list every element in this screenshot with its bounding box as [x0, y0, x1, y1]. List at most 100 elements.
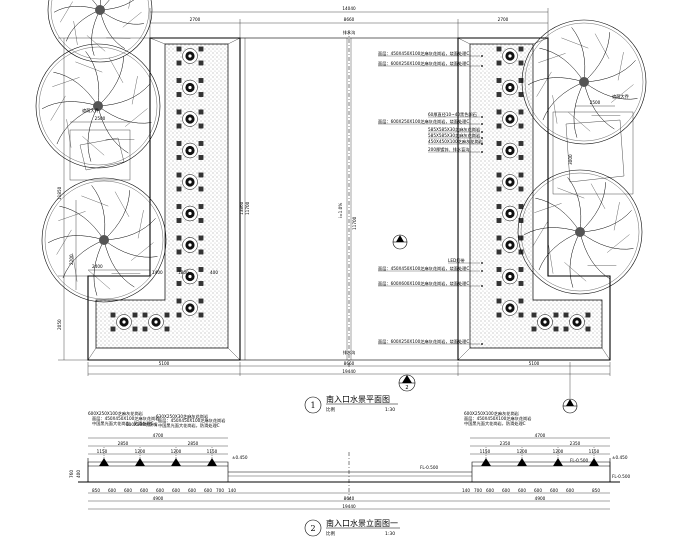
trees: [35, 0, 647, 303]
elevation-dim-label: 600: [204, 488, 212, 493]
corner-dim-c: 1400: [152, 270, 163, 275]
elevation-note: 630X250X30芝麻灰花岗岩: [156, 413, 208, 420]
annotation-text: 面层：450X450X100芝麻灰花岗岩，烧面处理C: [378, 265, 469, 272]
elevation-dim-label: 850: [592, 488, 600, 493]
left-height-b: 400: [76, 470, 81, 478]
annotation: 200厚镀锌、排水盲沟: [428, 146, 483, 153]
top-dimensions: 14040 2700 8660 2700: [149, 6, 549, 40]
annotation: 585X585X30芝麻灰花岗岩: [428, 126, 483, 133]
elevation-note: 中国黑光面大花岗岩，防滑处理C: [92, 420, 154, 427]
fountain-jet: [135, 446, 145, 466]
tree-symbol: [41, 177, 167, 303]
elev-left-c: 1150: [97, 449, 108, 454]
plan-scale-label: 比例: [326, 406, 335, 413]
elevation-dim-label: 700: [216, 488, 224, 493]
dim-left-low: 2400: [92, 264, 103, 269]
tree-symbol: [47, 0, 153, 63]
plan-title-block: 1 南入口水景平面图 比例 1:30: [304, 394, 398, 414]
corner-dim-b: 400: [210, 270, 218, 275]
fountain-jet: [99, 446, 109, 466]
elevation-dim-label: 600: [108, 488, 116, 493]
plan-title: 南入口水景平面图: [326, 394, 390, 404]
elevation-note: 中国黑光面大花岗岩，防滑处理C: [158, 422, 220, 429]
annotation: 面层：600X250X100芝麻灰花岗岩，烧面处理C: [378, 118, 483, 125]
elev-right-a: 2350: [500, 441, 511, 446]
fountain-jet: [171, 446, 181, 466]
annotation: 面层：600X250X100芝麻灰花岗岩，烧面处理C: [378, 60, 483, 67]
elevation-notes-left: 600X250X100芝麻灰花岗岩面层：450X450X100芝麻灰花岗岩中国黑…: [88, 410, 225, 429]
elevation-notes-right: 600X250X100芝麻灰花岗岩面层：450X450X100芝麻灰花岗岩中国黑…: [464, 410, 531, 427]
fountain-nozzle: [176, 46, 204, 66]
fountain-nozzle: [142, 312, 170, 332]
central-plaza: 排水沟 排水沟 i=1.0% 11700: [239, 29, 459, 368]
elevation-body: ±0.450 FL-0.500 ±0.450 FL-0.500 FL-0.500…: [69, 446, 631, 500]
slope-label: i=1.0%: [338, 203, 343, 218]
elevation-note: 面层：450X450X100芝麻灰花岗岩: [158, 417, 225, 424]
corner-dim-a: 1800: [178, 270, 189, 275]
elevation-scale-label: 比例: [326, 530, 335, 537]
annotation-text: 面层：600X250X100芝麻灰花岗岩，烧面处理C: [378, 60, 469, 67]
annotation-text: 面层：600X250X100芝麻灰花岗岩，烧面处理C: [378, 118, 469, 125]
fountain-nozzles-left: [110, 46, 204, 332]
elevation-dim-label: 600: [172, 488, 180, 493]
elevation-dim-label: 600: [566, 488, 574, 493]
tree-dim-left-top: 2500: [95, 116, 106, 121]
section-marker-right: [562, 362, 578, 414]
fountain-nozzle: [496, 172, 524, 192]
plan-title-number: 1: [310, 401, 315, 410]
plan-annotations: 面层：450X450X100芝麻灰花岗岩，烧面处理C 面层：600X250X100…: [378, 50, 483, 345]
elev-right-total-low: 4900: [535, 496, 546, 501]
elevation-dim-label: 600: [534, 488, 542, 493]
annotation-text: 585X585X30芝麻灰花岗岩: [428, 126, 480, 133]
plan-view: 14040 2700 8660 2700: [35, 0, 647, 414]
elevation-note: 面层：450X450X100芝麻灰花岗岩: [464, 415, 531, 422]
annotation-text: 面层：450X450X100芝麻灰花岗岩，烧面处理C: [378, 50, 469, 57]
elevation-dim-label: 700: [474, 488, 482, 493]
fountain-nozzle: [176, 298, 204, 318]
dim-bottom-middle: 8660: [344, 361, 355, 366]
elevation-dim-label: 850: [92, 488, 100, 493]
elevation-dim-label: 600: [550, 488, 558, 493]
dim-bottom-left: 5100: [159, 361, 170, 366]
left-basin: [87, 37, 241, 361]
elevation-note: 300X300喷泉嘴: [126, 421, 158, 428]
level-right-top: ±0.450: [612, 455, 628, 460]
elevation-dim-label: 140: [462, 488, 470, 493]
dim-bottom-overall: 19440: [342, 369, 356, 374]
center-dim-b2: 11700: [245, 201, 250, 215]
left-height-a: 760: [69, 470, 74, 478]
fountain-nozzle: [176, 141, 204, 160]
fountain-nozzle: [110, 312, 138, 332]
elevation-title-number: 2: [310, 524, 315, 533]
tree-symbol: [517, 169, 643, 295]
level-left-top: ±0.450: [232, 455, 248, 460]
drain-label-top: 排水沟: [343, 29, 356, 36]
annotation-text: 面层：600X600X100芝麻灰花岗岩，烧面处理C: [378, 280, 469, 287]
dim-middle-top: 8660: [344, 17, 355, 22]
left-dimensions: 11850 2050 2200 2400 1800 400 1400: [57, 37, 218, 361]
tree-symbol: [35, 43, 161, 169]
fountain-jet: [481, 446, 491, 466]
center-dim-a2: 13860: [239, 201, 244, 215]
dim-left-top: 2700: [190, 17, 201, 22]
annotation-text: 585X585X30芝麻灰花岗岩: [428, 132, 480, 139]
elev-left-a: 2850: [118, 441, 129, 446]
elevation-fountain-jets: [99, 446, 599, 466]
fountain-nozzle: [496, 204, 524, 223]
elev-right-total: 4700: [535, 433, 546, 438]
tree-label-left: 遮荫大乔: [82, 107, 100, 114]
bottom-dimensions: 5100 8660 5100 19440: [87, 361, 611, 376]
fountain-nozzle: [563, 312, 591, 332]
annotation-text: LED灯带: [448, 257, 465, 264]
tree-symbol: [521, 19, 647, 145]
elevation-dim-label: 600: [140, 488, 148, 493]
dim-left-height-b: 2050: [57, 319, 62, 330]
elevation-dim-label: 600: [156, 488, 164, 493]
fountain-jet: [517, 446, 527, 466]
fountain-nozzle: [496, 46, 524, 66]
fountain-nozzle: [176, 235, 204, 255]
dim-left-depth: 2200: [69, 254, 74, 265]
fountain-nozzle: [176, 172, 204, 192]
center-dimensions: 13860 11700: [239, 38, 250, 360]
